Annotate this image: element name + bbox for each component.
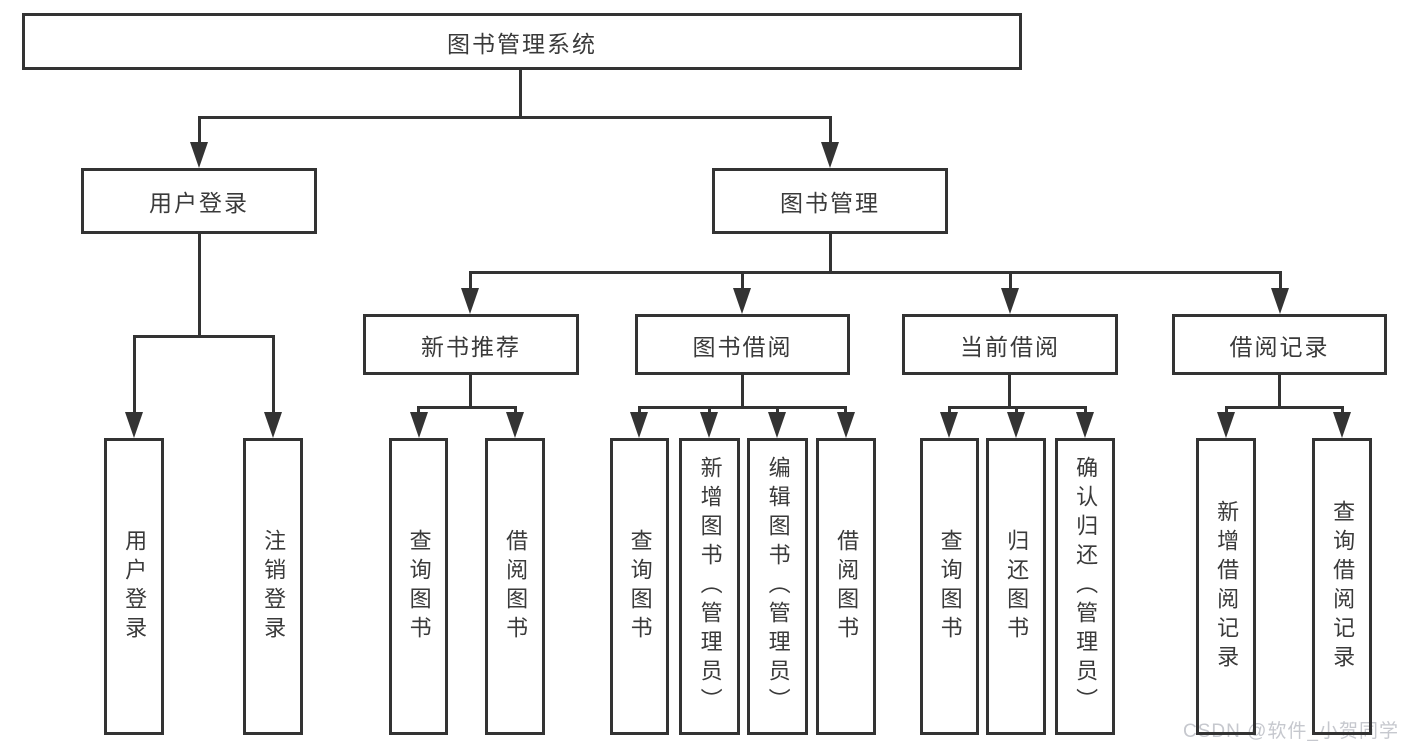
- leaf-recommend-query-book: 查询图书: [389, 438, 448, 735]
- v-line: [1084, 406, 1087, 416]
- leaf-current-query-book-label: 查询图书: [937, 528, 963, 645]
- v-line: [741, 271, 744, 293]
- leaf-records-query-record-label: 查询借阅记录: [1330, 499, 1356, 674]
- node-book-borrow: 图书借阅: [635, 314, 850, 375]
- leaf-logout-label: 注销登录: [261, 528, 287, 645]
- arrow-down-icon: [768, 412, 786, 438]
- leaf-borrow-borrow-book-label: 借阅图书: [834, 528, 860, 645]
- v-line: [741, 375, 744, 409]
- leaf-user-login-label: 用户登录: [122, 528, 148, 645]
- node-book-management: 图书管理: [712, 168, 948, 234]
- h-line: [469, 271, 1282, 274]
- v-line: [1225, 406, 1228, 416]
- v-line: [708, 406, 711, 416]
- leaf-current-confirm-return-label: 确认归还（管理员）: [1073, 456, 1099, 717]
- node-new-book-recommend: 新书推荐: [363, 314, 579, 375]
- arrow-down-icon: [1217, 412, 1235, 438]
- leaf-borrow-edit-book: 编辑图书（管理员）: [747, 438, 808, 735]
- arrow-down-icon: [506, 412, 524, 438]
- node-borrow-records: 借阅记录: [1172, 314, 1387, 375]
- v-line: [133, 335, 136, 415]
- leaf-recommend-borrow-book: 借阅图书: [485, 438, 545, 735]
- v-line: [469, 375, 472, 409]
- leaf-recommend-query-book-label: 查询图书: [406, 528, 432, 645]
- v-line: [948, 406, 951, 416]
- v-line: [417, 406, 420, 416]
- v-line: [638, 406, 641, 416]
- leaf-borrow-borrow-book: 借阅图书: [816, 438, 876, 735]
- v-line: [198, 116, 201, 146]
- h-line: [1225, 406, 1344, 409]
- v-line: [829, 234, 832, 274]
- v-line: [272, 335, 275, 415]
- arrow-down-icon: [190, 142, 208, 168]
- arrow-down-icon: [940, 412, 958, 438]
- leaf-current-return-book: 归还图书: [986, 438, 1046, 735]
- leaf-current-query-book: 查询图书: [920, 438, 979, 735]
- node-current-borrow: 当前借阅: [902, 314, 1118, 375]
- v-line: [844, 406, 847, 416]
- node-root: 图书管理系统: [22, 13, 1022, 70]
- v-line: [829, 116, 832, 146]
- arrow-down-icon: [700, 412, 718, 438]
- arrow-down-icon: [1271, 288, 1289, 314]
- arrow-down-icon: [1076, 412, 1094, 438]
- csdn-watermark: CSDN @软件_小贺同学: [1183, 721, 1399, 742]
- arrow-down-icon: [837, 412, 855, 438]
- node-book-borrow-label: 图书借阅: [692, 333, 793, 360]
- leaf-borrow-edit-book-label: 编辑图书（管理员）: [765, 456, 791, 717]
- node-book-management-label: 图书管理: [780, 190, 880, 216]
- leaf-borrow-add-book-label: 新增图书（管理员）: [697, 456, 723, 717]
- v-line: [1015, 406, 1018, 416]
- v-line: [776, 406, 779, 416]
- arrow-down-icon: [410, 412, 428, 438]
- arrow-down-icon: [821, 142, 839, 168]
- node-root-label: 图书管理系统: [447, 30, 597, 57]
- arrow-down-icon: [1001, 288, 1019, 314]
- leaf-borrow-query-book: 查询图书: [610, 438, 669, 735]
- node-user-login: 用户登录: [81, 168, 317, 234]
- arrow-down-icon: [733, 288, 751, 314]
- v-line: [198, 234, 201, 337]
- h-line: [198, 116, 832, 119]
- node-new-book-recommend-label: 新书推荐: [421, 333, 521, 360]
- v-line: [1008, 375, 1011, 409]
- arrow-down-icon: [630, 412, 648, 438]
- h-line: [133, 335, 275, 338]
- node-current-borrow-label: 当前借阅: [960, 333, 1060, 360]
- v-line: [1279, 271, 1282, 293]
- node-user-login-label: 用户登录: [149, 190, 249, 216]
- leaf-records-add-record-label: 新增借阅记录: [1214, 499, 1240, 674]
- leaf-records-query-record: 查询借阅记录: [1312, 438, 1372, 735]
- v-line: [519, 68, 522, 116]
- leaf-current-return-book-label: 归还图书: [1004, 528, 1030, 645]
- leaf-recommend-borrow-book-label: 借阅图书: [503, 528, 529, 645]
- arrow-down-icon: [264, 412, 282, 438]
- leaf-user-login: 用户登录: [104, 438, 164, 735]
- v-line: [1278, 375, 1281, 409]
- node-borrow-records-label: 借阅记录: [1229, 333, 1330, 360]
- v-line: [1009, 271, 1012, 293]
- h-line: [417, 406, 517, 409]
- arrow-down-icon: [1333, 412, 1351, 438]
- leaf-current-confirm-return: 确认归还（管理员）: [1055, 438, 1115, 735]
- leaf-records-add-record: 新增借阅记录: [1196, 438, 1256, 735]
- arrow-down-icon: [461, 288, 479, 314]
- leaf-borrow-query-book-label: 查询图书: [627, 528, 653, 645]
- v-line: [514, 406, 517, 416]
- v-line: [1341, 406, 1344, 416]
- v-line: [469, 271, 472, 293]
- arrow-down-icon: [125, 412, 143, 438]
- leaf-borrow-add-book: 新增图书（管理员）: [679, 438, 740, 735]
- h-line: [638, 406, 847, 409]
- arrow-down-icon: [1007, 412, 1025, 438]
- leaf-logout: 注销登录: [243, 438, 303, 735]
